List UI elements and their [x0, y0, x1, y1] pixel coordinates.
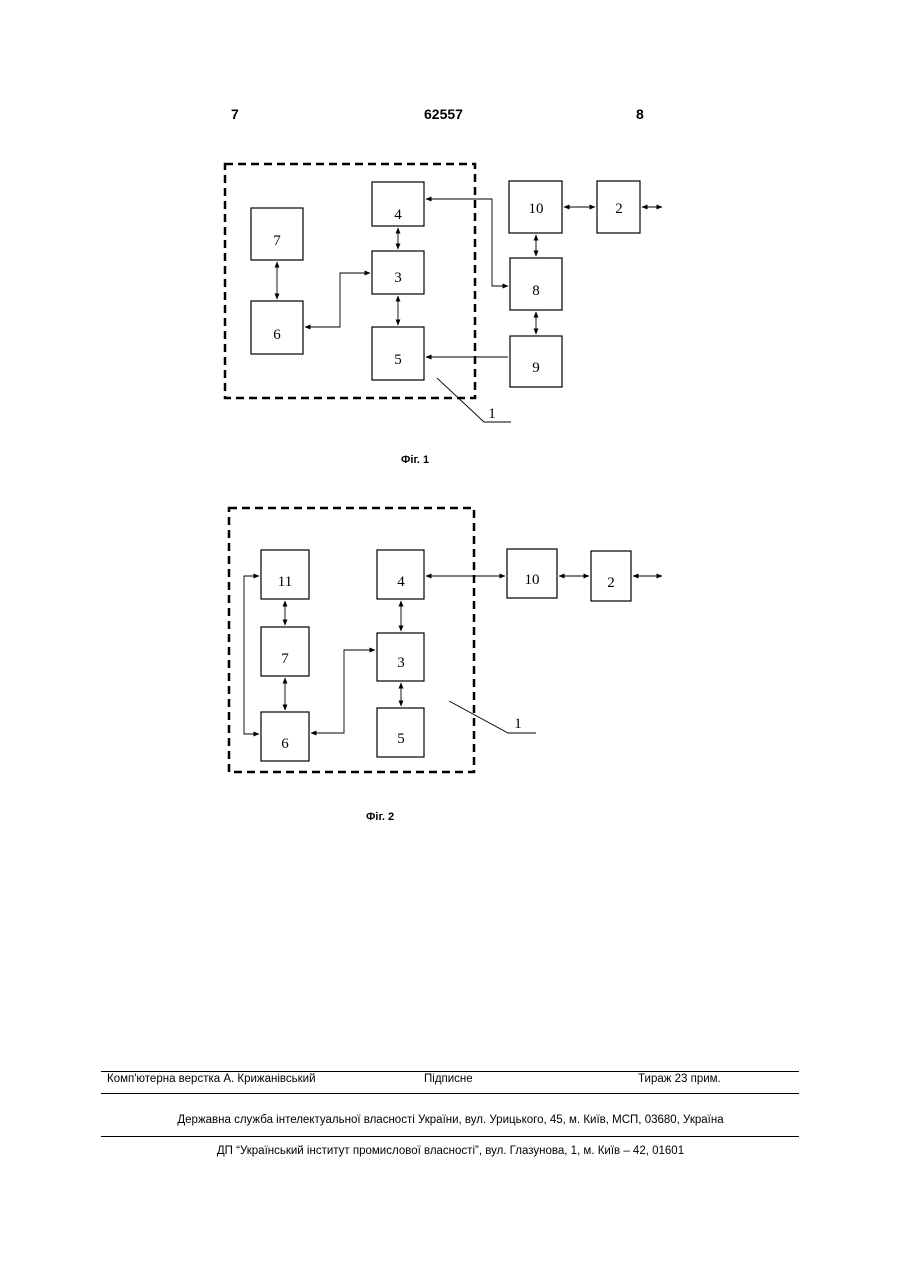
fig2-label-5: 5	[397, 731, 405, 747]
footer-layout-credit: Комп'ютерна верстка А. Крижанівський	[107, 1073, 316, 1085]
figure-2-diagram: 11 7 6 4 3 5 10 2 1	[0, 0, 901, 830]
fig2-label-2: 2	[607, 575, 615, 591]
figure-2-caption: Фіг. 2	[366, 811, 394, 823]
fig2-label-1: 1	[514, 716, 522, 732]
fig2-link-6-3	[311, 650, 375, 733]
fig2-label-4: 4	[397, 574, 405, 590]
footer-rule-middle	[101, 1093, 799, 1094]
footer-signed: Підписне	[424, 1073, 473, 1085]
fig2-label-10: 10	[525, 572, 540, 588]
fig2-label-11: 11	[278, 574, 292, 590]
fig2-dashed-enclosure	[229, 508, 474, 772]
footer-rule-top	[101, 1071, 799, 1072]
fig2-label-3: 3	[397, 655, 405, 671]
fig2-label-6: 6	[281, 736, 289, 752]
footer-agency-address: Державна служба інтелектуальної власност…	[0, 1114, 901, 1126]
fig2-leader-1	[449, 701, 536, 733]
footer-circulation: Тираж 23 прим.	[638, 1073, 721, 1085]
fig2-link-11-6	[244, 576, 259, 734]
footer-rule-bottom	[101, 1136, 799, 1137]
fig2-label-7: 7	[281, 651, 289, 667]
footer-institute-address: ДП “Український інститут промислової вла…	[0, 1145, 901, 1157]
